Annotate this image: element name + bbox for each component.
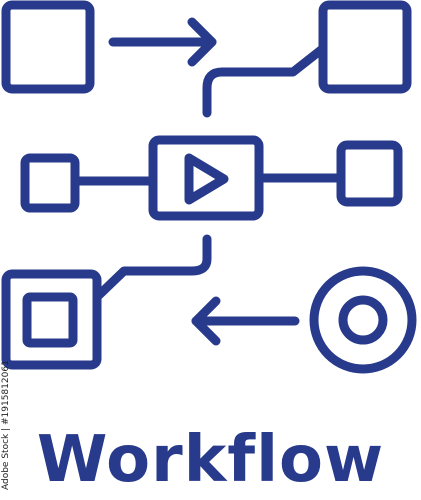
- connector-top: [202, 45, 326, 118]
- workflow-diagram-icon: [1, 0, 417, 374]
- right-node: [336, 140, 403, 207]
- target-outer-ring: [309, 266, 417, 374]
- left-node: [20, 153, 80, 213]
- connector-bottom: [93, 234, 212, 301]
- arrow-right-icon: [108, 17, 217, 67]
- bottom-left-inner-node: [22, 292, 78, 348]
- workflow-title: Workflow: [36, 423, 385, 497]
- arrow-left-icon: [191, 296, 300, 346]
- top-right-node: [318, 0, 412, 94]
- play-icon: [184, 153, 229, 205]
- target-inner-ring: [338, 295, 388, 345]
- bottom-left-node: [1, 269, 102, 370]
- top-left-node: [1, 0, 95, 94]
- center-process-node: [148, 135, 264, 221]
